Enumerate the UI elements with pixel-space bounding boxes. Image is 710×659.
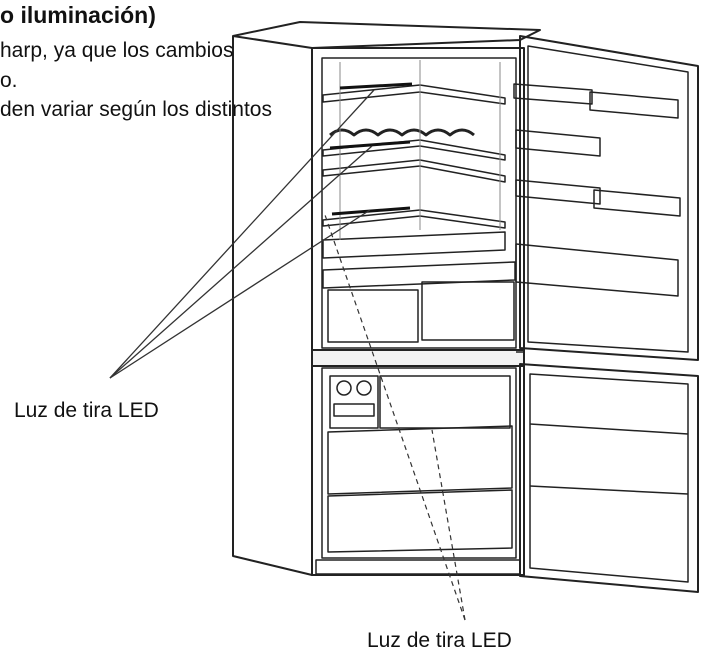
crisper-drawer-left <box>327 289 419 343</box>
led-strips <box>329 82 413 216</box>
door-hinge <box>516 351 525 367</box>
crisper-drawer-right <box>421 281 515 341</box>
freezer-drawers <box>327 375 513 553</box>
freezer-door-shelves <box>529 423 689 495</box>
door-bin-6 <box>515 243 679 297</box>
door-bins <box>513 83 681 297</box>
led-strip-label-left: Luz de tira LED <box>14 399 159 422</box>
led-strip-3 <box>331 206 411 216</box>
freezer-door-inner <box>529 373 689 583</box>
freezer-door <box>519 363 699 593</box>
bottom-kick-plate <box>315 559 521 575</box>
cabinet-front-frame <box>311 47 525 576</box>
freezer-top-bin <box>379 375 511 429</box>
led-strip-1 <box>339 82 413 90</box>
fridge-back-wall <box>339 60 501 240</box>
crisper-cover <box>322 261 516 289</box>
bottle-rack <box>329 128 475 137</box>
led-strip-label-bottom: Luz de tira LED <box>367 629 512 652</box>
door-bin-5 <box>593 189 681 217</box>
ice-knob-left <box>336 380 352 396</box>
shelf-3 <box>322 159 506 183</box>
door-bin-4 <box>515 179 601 205</box>
shelf-2 <box>322 139 506 161</box>
ice-tray <box>333 403 375 417</box>
freezer-drawer-2 <box>327 489 513 553</box>
body-text-line-3: o. <box>0 69 18 92</box>
led-strip-2 <box>329 140 411 150</box>
callout-leaders-left <box>109 89 375 379</box>
door-bin-1 <box>513 83 593 105</box>
body-text-line-2: harp, ya que los cambios <box>0 39 234 62</box>
fridge-door-inner <box>527 45 689 353</box>
freezer-drawer-1 <box>327 425 513 495</box>
fridge-compartment <box>321 57 517 349</box>
compartment-divider <box>311 349 525 367</box>
fridge-door <box>519 35 699 361</box>
ice-maker-panel <box>329 375 379 429</box>
body-text-line-4: den variar según los distintos <box>0 98 272 121</box>
shelf-5 <box>322 231 506 259</box>
section-heading-fragment: o iluminación) <box>0 2 156 28</box>
cabinet-top <box>232 21 541 49</box>
fridge-shelves <box>322 60 516 343</box>
freezer-compartment <box>321 367 517 559</box>
ice-knob-right <box>356 380 372 396</box>
door-bin-3 <box>515 129 601 157</box>
door-bin-2 <box>589 91 679 119</box>
